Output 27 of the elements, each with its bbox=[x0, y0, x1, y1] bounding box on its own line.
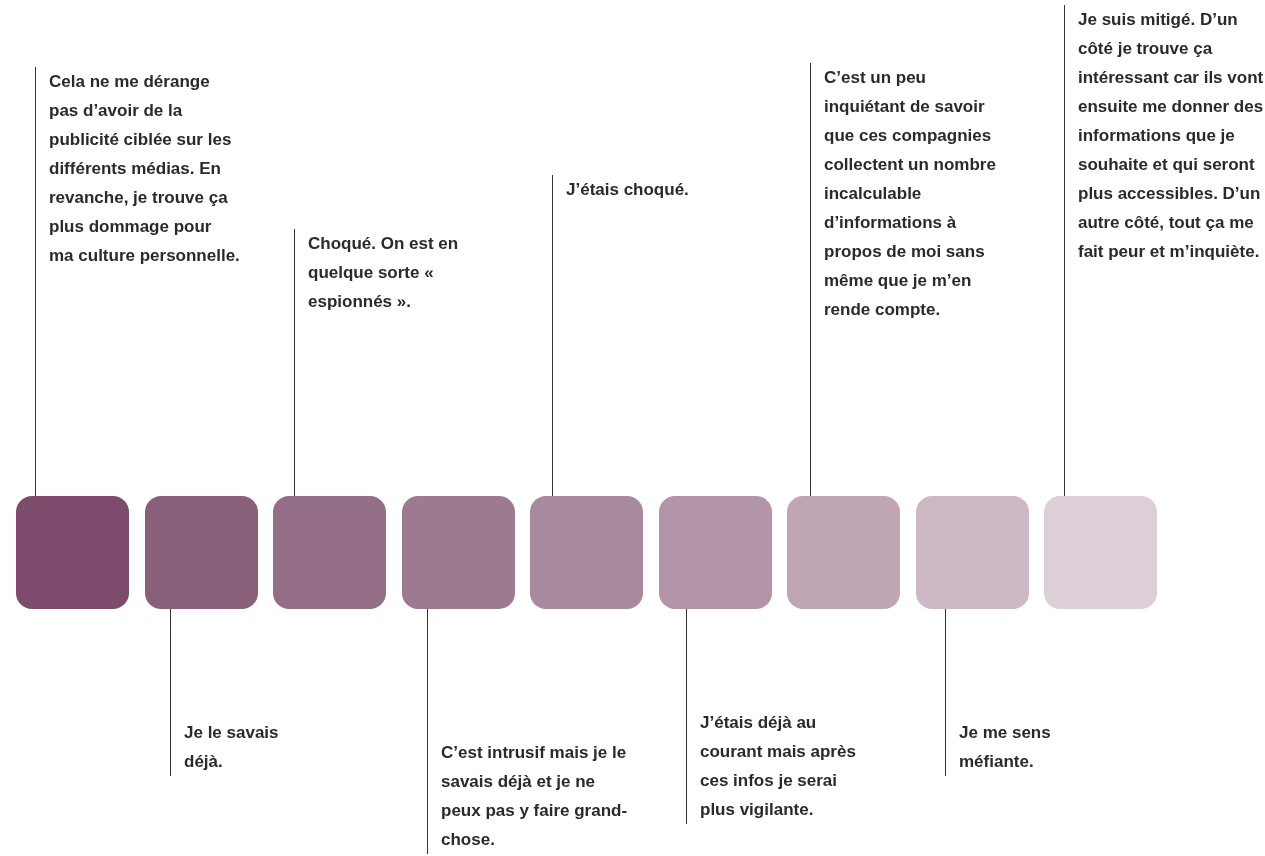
rounded-square bbox=[273, 496, 386, 609]
rounded-square bbox=[144, 496, 258, 609]
leader-line bbox=[945, 608, 946, 777]
quote-text: Je suis mitigé. D’un côté je trouve ça intéressant car ils vont ensuite me donner des informations que je souhaite et qui seront plus accessibles. D’un autre côté, tout ça me fait peur et m’inquiète. bbox=[1064, 5, 1265, 266]
quote-text: C’est intrusif mais je le savais déjà et je ne peux pas y faire grand-chose. bbox=[427, 738, 637, 854]
rounded-square bbox=[530, 496, 643, 609]
rounded-square bbox=[915, 496, 1029, 609]
leader-line bbox=[810, 62, 811, 497]
rounded-square bbox=[401, 496, 515, 609]
quote-text: J’étais choqué. bbox=[552, 175, 742, 204]
leader-line bbox=[294, 228, 295, 497]
leader-line bbox=[552, 174, 553, 497]
quote-text: C’est un peu inquiétant de savoir que ces compagnies collectent un nombre incalculable d’informations à propos de moi sans même que je m’en rende compte. bbox=[810, 63, 1005, 324]
rounded-square bbox=[16, 496, 129, 609]
leader-line bbox=[35, 66, 36, 497]
rounded-square bbox=[1044, 496, 1157, 609]
leader-line bbox=[427, 608, 428, 855]
quote-text: Choqué. On est en quelque sorte « espionnés ». bbox=[294, 229, 494, 316]
rounded-square bbox=[658, 496, 772, 609]
leader-line bbox=[686, 608, 687, 825]
quote-text: Je le savais déjà. bbox=[170, 718, 300, 776]
leader-line bbox=[170, 608, 171, 777]
quote-text: J’étais déjà au courant mais après ces infos je serai plus vigilante. bbox=[686, 708, 866, 824]
leader-line bbox=[1064, 4, 1065, 497]
rounded-square bbox=[787, 496, 900, 609]
quote-text: Cela ne me dérange pas d’avoir de la publicité ciblée sur les différents médias. En revanche, je trouve ça plus dommage pour ma culture personnelle. bbox=[35, 67, 240, 270]
quote-text: Je me sens méfiante. bbox=[945, 718, 1075, 776]
